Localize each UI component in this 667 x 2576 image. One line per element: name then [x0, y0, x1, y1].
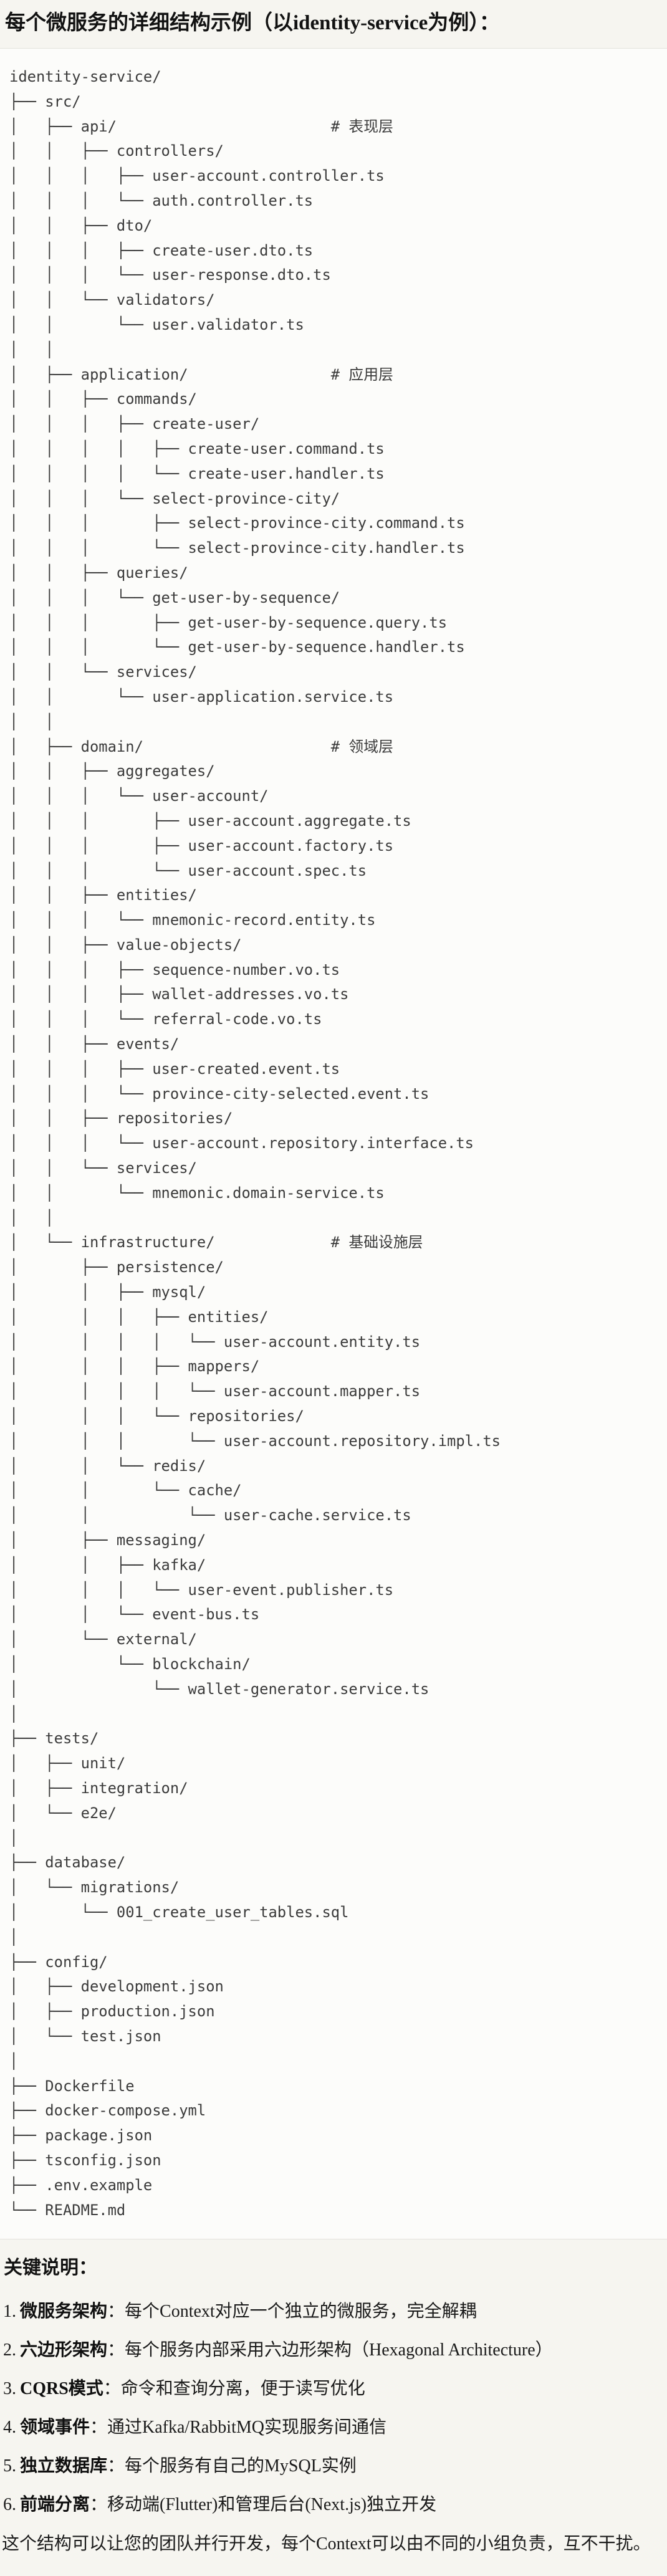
note-number: 3. [3, 2379, 16, 2399]
note-item: 6.前端分离：移动端(Flutter)和管理后台(Next.js)独立开发 [3, 2494, 662, 2516]
note-number: 5. [3, 2456, 16, 2476]
note-text: ：移动端(Flutter)和管理后台(Next.js)独立开发 [90, 2495, 437, 2515]
note-number: 4. [3, 2418, 16, 2438]
notes-heading: 关键说明： [4, 2258, 97, 2279]
note-text: ：命令和查询分离，便于读写优化 [103, 2379, 365, 2399]
note-label: 前端分离 [20, 2495, 90, 2515]
note-number: 2. [3, 2340, 16, 2360]
note-text: ：每个服务有自己的MySQL实例 [107, 2456, 357, 2476]
note-number: 6. [3, 2495, 16, 2515]
note-number: 1. [3, 2302, 16, 2322]
note-item: 5.独立数据库：每个服务有自己的MySQL实例 [3, 2455, 662, 2478]
note-text: ：每个服务内部采用六边形架构（Hexagonal Architecture） [107, 2340, 553, 2360]
notes-section: 关键说明： 1.微服务架构：每个Context对应一个独立的微服务，完全解耦 2… [0, 2256, 667, 2516]
document: 每个微服务的详细结构示例（以identity-service为例）： ident… [0, 10, 667, 2556]
footer-paragraph: 这个结构可以让您的团队并行开发，每个Context可以由不同的小组负责，互不干扰… [2, 2534, 651, 2554]
note-item: 3.CQRS模式：命令和查询分离，便于读写优化 [3, 2378, 662, 2400]
note-label: 微服务架构 [20, 2302, 108, 2322]
note-label: CQRS模式 [20, 2379, 103, 2399]
note-label: 领域事件 [20, 2418, 90, 2438]
note-label: 独立数据库 [20, 2456, 108, 2476]
note-text: ：通过Kafka/RabbitMQ实现服务间通信 [90, 2418, 386, 2438]
file-tree-code-block: identity-service/ ├── src/ │ ├── api/ # … [0, 48, 667, 2240]
note-item: 1.微服务架构：每个Context对应一个独立的微服务，完全解耦 [3, 2301, 662, 2323]
page-title: 每个微服务的详细结构示例（以identity-service为例）： [5, 12, 500, 34]
note-item: 4.领域事件：通过Kafka/RabbitMQ实现服务间通信 [3, 2416, 662, 2439]
note-label: 六边形架构 [20, 2340, 108, 2360]
note-item: 2.六边形架构：每个服务内部采用六边形架构（Hexagonal Architec… [3, 2339, 662, 2362]
note-text: ：每个Context对应一个独立的微服务，完全解耦 [107, 2302, 477, 2322]
